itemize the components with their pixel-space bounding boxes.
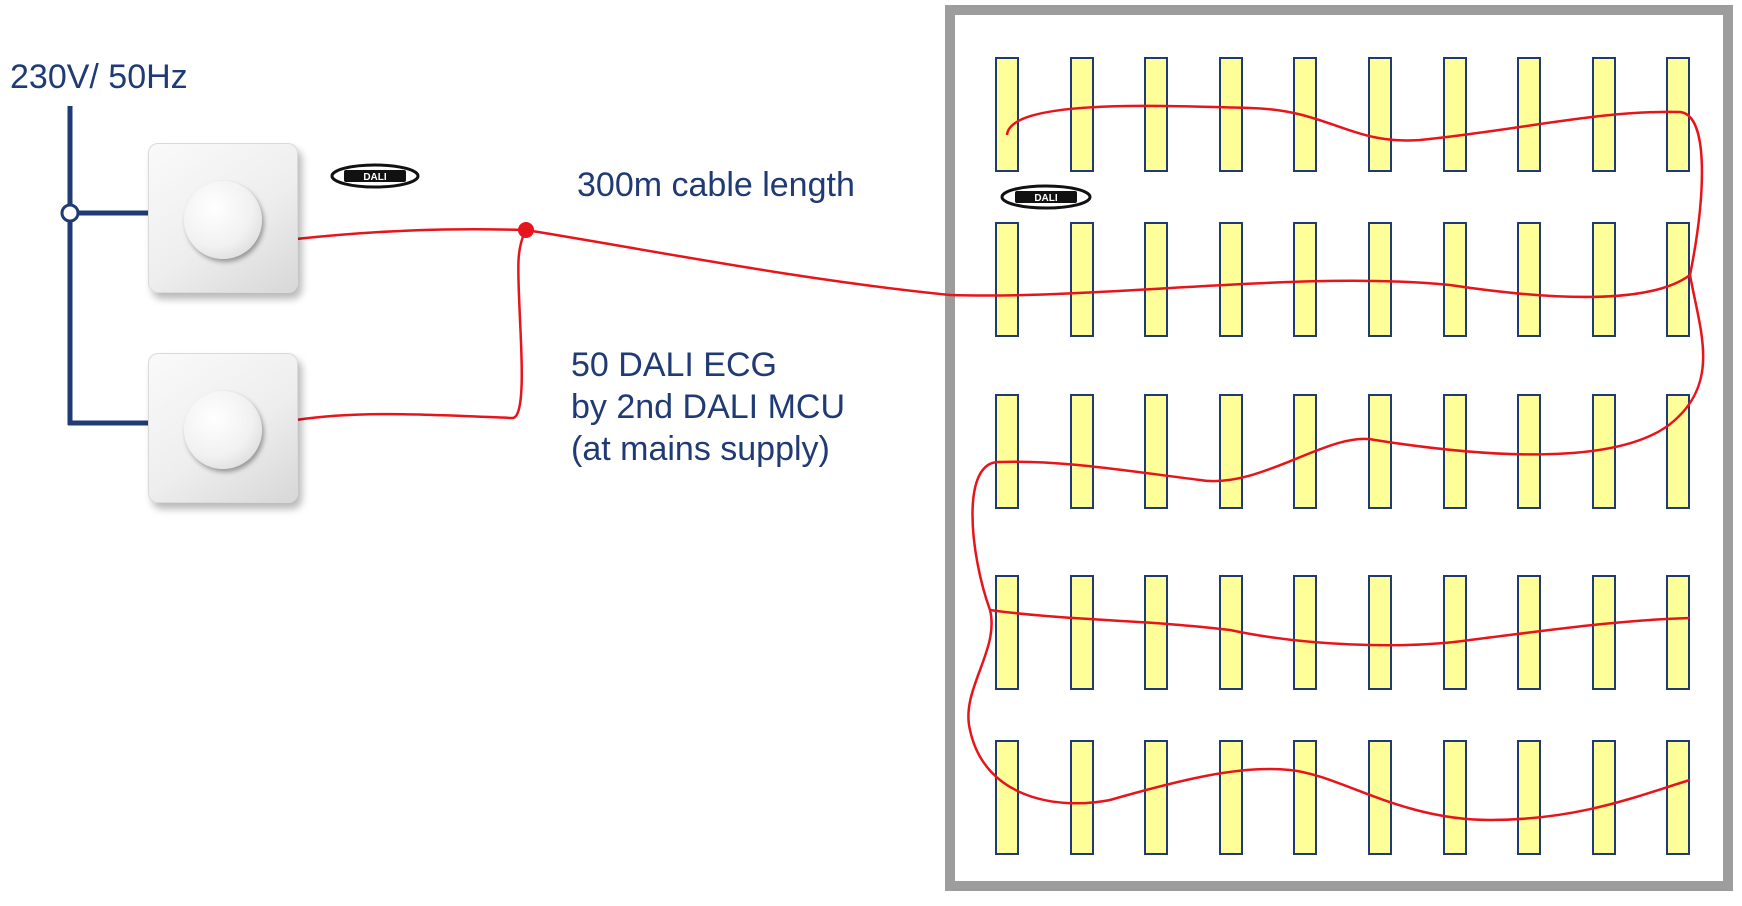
- luminaire-icon: [995, 740, 1019, 855]
- luminaire-icon: [1443, 57, 1467, 172]
- dali-wire-row-3: [971, 274, 1705, 611]
- luminaire-icon: [1070, 394, 1094, 509]
- luminaire-icon: [1592, 575, 1616, 690]
- rotary-knob-icon: [184, 391, 262, 469]
- luminaire-icon: [1070, 57, 1094, 172]
- luminaire-icon: [1144, 57, 1168, 172]
- luminaire-icon: [1144, 740, 1168, 855]
- luminaire-icon: [995, 575, 1019, 690]
- luminaire-icon: [1517, 394, 1541, 509]
- rotary-knob-icon: [184, 181, 262, 259]
- luminaire-icon: [1070, 575, 1094, 690]
- luminaire-icon: [1293, 740, 1317, 855]
- luminaire-icon: [1517, 740, 1541, 855]
- luminaire-icon: [1666, 222, 1690, 337]
- luminaire-icon: [1219, 222, 1243, 337]
- supply-voltage-label: 230V/ 50Hz: [10, 58, 188, 96]
- luminaire-icon: [1443, 222, 1467, 337]
- luminaire-icon: [1219, 57, 1243, 172]
- luminaire-icon: [1368, 394, 1392, 509]
- dali-wire-to-room: [525, 228, 1691, 299]
- ecg-line-2: by 2nd DALI MCU: [571, 388, 845, 426]
- luminaire-icon: [1070, 740, 1094, 855]
- dimmer-switch-1: [148, 143, 298, 293]
- luminaire-icon: [1293, 575, 1317, 690]
- dali-wire-row-1: [1005, 104, 1704, 276]
- luminaire-icon: [1368, 575, 1392, 690]
- luminaire-icon: [1219, 740, 1243, 855]
- luminaire-icon: [1666, 394, 1690, 509]
- dali-wire-row-5: [967, 609, 1691, 822]
- luminaire-icon: [1517, 222, 1541, 337]
- luminaire-icon: [1592, 740, 1616, 855]
- mains-bus: [67, 106, 150, 426]
- luminaire-icon: [1443, 575, 1467, 690]
- luminaire-icon: [1666, 740, 1690, 855]
- dali-wire-switch-1: [295, 228, 527, 241]
- ecg-line-1: 50 DALI ECG: [571, 346, 777, 384]
- dali-logo-icon: DALI: [1000, 184, 1092, 210]
- luminaire-icon: [1219, 394, 1243, 509]
- luminaire-icon: [1293, 222, 1317, 337]
- luminaire-icon: [995, 394, 1019, 509]
- luminaire-icon: [1443, 740, 1467, 855]
- luminaire-icon: [1144, 575, 1168, 690]
- junction-node-icon: [60, 203, 80, 223]
- luminaire-icon: [1144, 394, 1168, 509]
- luminaire-icon: [1368, 222, 1392, 337]
- luminaire-icon: [1144, 222, 1168, 337]
- cable-length-label: 300m cable length: [577, 166, 855, 204]
- luminaire-icon: [1666, 575, 1690, 690]
- dali-logo-text: DALI: [363, 172, 387, 183]
- dali-logo-text: DALI: [1034, 193, 1058, 204]
- luminaire-icon: [995, 222, 1019, 337]
- dali-line: [295, 104, 1705, 822]
- ecg-line-3: (at mains supply): [571, 430, 830, 468]
- ecg-description: 50 DALI ECG by 2nd DALI MCU (at mains su…: [571, 344, 845, 470]
- dimmer-switch-2: [148, 353, 298, 503]
- luminaire-icon: [1368, 57, 1392, 172]
- luminaire-icon: [995, 57, 1019, 172]
- dali-logo-icon: DALI: [330, 163, 420, 189]
- luminaire-icon: [1070, 222, 1094, 337]
- dali-wire-switch-2: [295, 231, 527, 422]
- luminaire-icon: [1517, 57, 1541, 172]
- luminaire-icon: [1592, 222, 1616, 337]
- dali-junction-dot: [518, 222, 534, 238]
- dali-wire-row-4: [989, 608, 1691, 647]
